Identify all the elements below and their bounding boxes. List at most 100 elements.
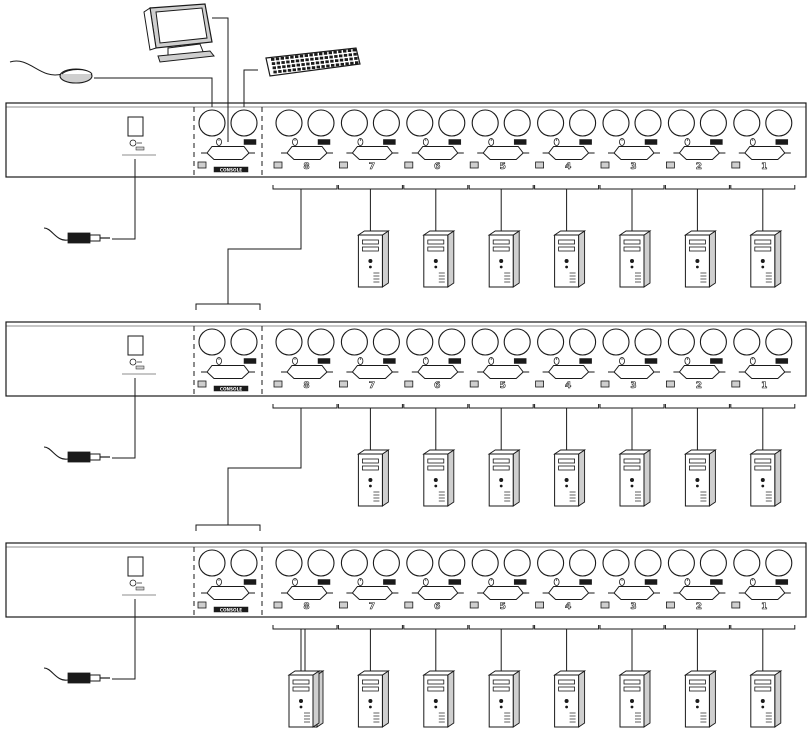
ps2-keyboard-port [307, 549, 335, 577]
tower-pc-icon [618, 449, 652, 507]
port-number-label: 6 [434, 602, 441, 612]
cable-bracket [468, 185, 534, 190]
console-section: CONSOLE [193, 107, 263, 177]
ps2-mouse-port [275, 549, 303, 577]
ps2-keyboard-port [634, 328, 662, 356]
port-number-label: 6 [434, 381, 441, 391]
tower-pc-icon [487, 230, 521, 288]
tower-pc-icon [422, 449, 456, 507]
port-number-label: 2 [696, 162, 703, 172]
power-jack [122, 556, 156, 596]
cpu-port-4: 4 [535, 549, 597, 612]
ps2-keyboard-port [307, 109, 335, 137]
cpu-port-8: 8 [273, 328, 335, 391]
port-number-label: 4 [565, 381, 572, 391]
ps2-mouse-port [733, 109, 761, 137]
console-ps2-keyboard-port [230, 549, 258, 577]
cpu-port-6: 6 [404, 549, 466, 612]
tower-pc-icon [356, 449, 390, 507]
port-number-label: 8 [303, 162, 310, 172]
cable-bracket [599, 404, 665, 409]
ps2-mouse-port [340, 109, 368, 137]
cpu-port-7: 7 [338, 109, 400, 172]
cable-bracket [534, 625, 600, 630]
cable-bracket [272, 625, 338, 630]
cpu-port-5: 5 [469, 549, 531, 612]
ps2-mouse-port [340, 549, 368, 577]
ps2-keyboard-port [634, 109, 662, 137]
cable-bracket [337, 404, 403, 409]
ps2-keyboard-port [438, 549, 466, 577]
tower-pc-icon [287, 670, 321, 728]
port-number-label: 3 [630, 162, 637, 172]
cable-bracket [664, 185, 730, 190]
ps2-keyboard-port [699, 328, 727, 356]
console-section: CONSOLE [193, 547, 263, 617]
tower-pc-icon [749, 449, 783, 507]
cable-bracket [599, 185, 665, 190]
tower-pc-icon [356, 670, 390, 728]
port-number-label: 3 [630, 602, 637, 612]
cable-bracket [730, 625, 796, 630]
tower-pc-icon [683, 449, 717, 507]
console-section: CONSOLE [193, 326, 263, 396]
ps2-keyboard-port [699, 549, 727, 577]
ps2-keyboard-port [569, 328, 597, 356]
tower-pc-icon [553, 670, 587, 728]
power-adapter-icon [43, 227, 110, 244]
tower-pc-icon [749, 230, 783, 288]
console-ps2-keyboard-port [230, 328, 258, 356]
mouse-icon [9, 60, 93, 84]
ps2-keyboard-port [372, 328, 400, 356]
power-adapter-icon [43, 667, 110, 684]
cpu-port-2: 2 [666, 328, 727, 391]
port-number-label: 7 [369, 162, 376, 172]
power-jack [122, 116, 156, 156]
port-number-label: 2 [696, 381, 703, 391]
port-number-label: 1 [761, 162, 768, 172]
ps2-mouse-port [406, 549, 434, 577]
tower-pc-icon [553, 230, 587, 288]
ps2-keyboard-port [307, 328, 335, 356]
cpu-port-1: 1 [731, 549, 793, 612]
ps2-mouse-port [667, 328, 695, 356]
cpu-port-5: 5 [469, 328, 531, 391]
power-adapter-icon [43, 446, 110, 463]
cpu-port-1: 1 [731, 328, 793, 391]
cable-bracket [468, 625, 534, 630]
cable-bracket [337, 185, 403, 190]
cpu-port-7: 7 [338, 328, 400, 391]
port-number-label: 1 [761, 602, 768, 612]
cable-bracket [534, 185, 600, 190]
cpu-port-3: 3 [600, 549, 662, 612]
ps2-keyboard-port [503, 549, 531, 577]
ps2-mouse-port [275, 328, 303, 356]
cpu-port-3: 3 [600, 109, 662, 172]
cable-bracket [337, 625, 403, 630]
cpu-port-6: 6 [404, 109, 466, 172]
port-number-label: 6 [434, 162, 441, 172]
monitor-icon [143, 3, 215, 63]
keyboard-icon [265, 47, 361, 77]
ps2-keyboard-port [765, 328, 793, 356]
cpu-port-3: 3 [600, 328, 662, 391]
port-number-label: 1 [761, 381, 768, 391]
ps2-mouse-port [471, 549, 499, 577]
ps2-mouse-port [275, 109, 303, 137]
console-ps2-mouse-port [198, 328, 226, 356]
cable-bracket [403, 185, 469, 190]
ps2-mouse-port [733, 549, 761, 577]
port-number-label: 2 [696, 602, 703, 612]
cpu-port-1: 1 [731, 109, 793, 172]
tower-pc-icon [553, 449, 587, 507]
port-number-label: 8 [303, 381, 310, 391]
ps2-keyboard-port [503, 109, 531, 137]
port-number-label: 8 [303, 602, 310, 612]
ps2-keyboard-port [569, 549, 597, 577]
cpu-port-4: 4 [535, 109, 597, 172]
tower-pc-icon [487, 449, 521, 507]
port-number-label: 3 [630, 381, 637, 391]
